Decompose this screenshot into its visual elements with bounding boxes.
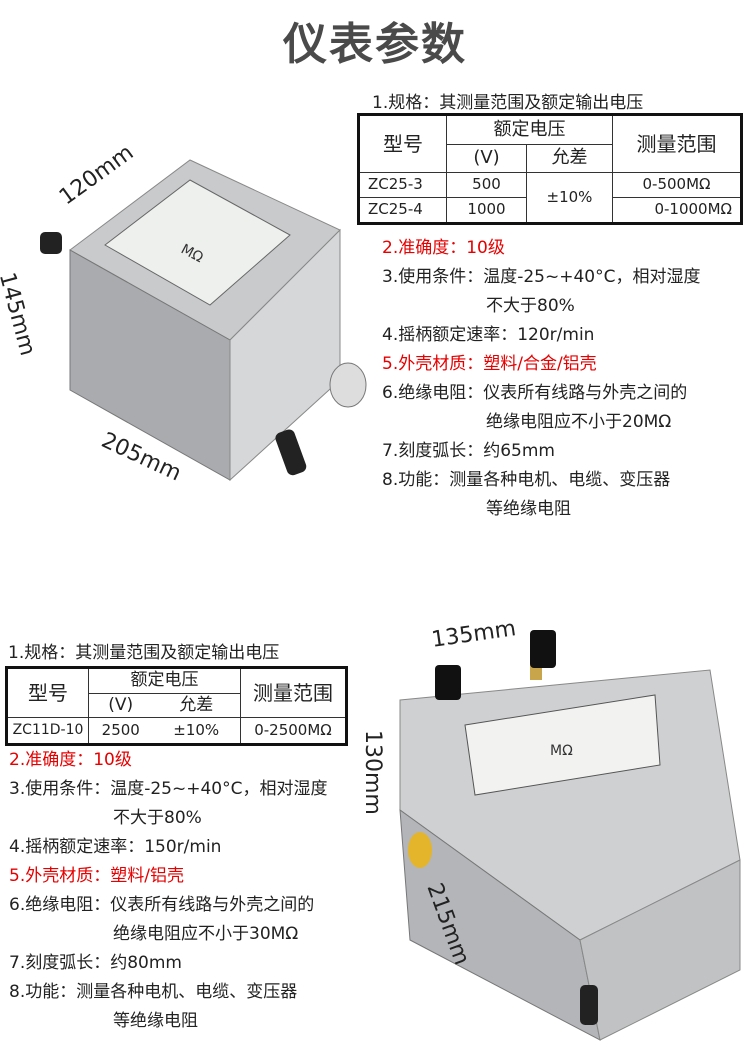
header-tolerance: 允差 — [152, 693, 241, 718]
header-model: 型号 — [358, 114, 447, 173]
spec-line: 8.功能：测量各种电机、电缆、变压器 — [382, 470, 671, 490]
header-range: 测量范围 — [612, 114, 742, 173]
cell-voltage: 1000 — [446, 196, 527, 225]
spec-line: 5.外壳材质：塑料/合金/铝壳 — [382, 354, 597, 374]
spec-line: 绝缘电阻应不小于20MΩ — [486, 412, 672, 432]
bottom-spec-heading: 1.规格：其测量范围及额定输出电压 — [8, 643, 280, 663]
cell-range: 0-2500MΩ — [240, 717, 347, 745]
top-spec-heading: 1.规格：其测量范围及额定输出电压 — [372, 93, 644, 113]
spec-line: 等绝缘电阻 — [486, 499, 571, 519]
table-row: ZC25-3 500 ±10% 0-500MΩ — [358, 172, 742, 224]
bottom-spec-table: 型号 额定电压 测量范围 (V) 允差 ZC11D-10 2500 ±10% 0… — [5, 666, 348, 746]
spec-line: 5.外壳材质：塑料/铝壳 — [9, 866, 184, 886]
spec-line: 7.刻度弧长：约65mm — [382, 441, 555, 461]
header-unit: (V) — [88, 693, 153, 718]
cell-model: ZC25-3 — [358, 172, 447, 198]
spec-line: 6.绝缘电阻：仪表所有线路与外壳之间的 — [9, 895, 315, 915]
table-row: ZC11D-10 2500 ±10% 0-2500MΩ — [6, 717, 347, 745]
spec-line: 3.使用条件：温度-25~+40°C，相对湿度 — [9, 779, 328, 799]
cell-voltage: 2500 — [88, 717, 153, 745]
spec-line: 6.绝缘电阻：仪表所有线路与外壳之间的 — [382, 383, 688, 403]
cell-voltage: 500 — [446, 172, 527, 198]
spec-line: 2.准确度：10级 — [9, 750, 132, 770]
spec-line: 8.功能：测量各种电机、电缆、变压器 — [9, 982, 298, 1002]
header-model: 型号 — [6, 667, 89, 718]
zc25-meter-image: MΩ — [40, 159, 367, 482]
spec-line: 不大于80% — [486, 296, 575, 316]
cell-model: ZC25-4 — [358, 196, 447, 225]
spec-line: 3.使用条件：温度-25~+40°C，相对湿度 — [382, 267, 701, 287]
page-title: 仪表参数 — [283, 19, 467, 70]
spec-line: 不大于80% — [113, 808, 202, 828]
spec-line: 等绝缘电阻 — [113, 1011, 198, 1031]
cell-model: ZC11D-10 — [6, 717, 89, 745]
table-row: ZC25-4 1000 0-1000MΩ — [358, 196, 742, 225]
spec-line: 4.摇柄额定速率：150r/min — [9, 837, 222, 857]
cell-range: 0-1000MΩ — [612, 196, 742, 225]
header-unit: (V) — [446, 144, 527, 173]
spec-line: 4.摇柄额定速率：120r/min — [382, 325, 595, 345]
cell-tolerance: ±10% — [526, 172, 613, 224]
bottom-spec-list: 2.准确度：10级 3.使用条件：温度-25~+40°C，相对湿度不大于80% 4.… — [9, 746, 327, 1036]
meter-unit-label: MΩ — [550, 743, 573, 759]
dim-height: 130mm — [360, 730, 385, 815]
zc11d-meter-image: MΩ — [399, 630, 741, 1041]
top-spec-table: 型号 额定电压 测量范围 (V) 允差 ZC25-3 500 ±10% 0-50… — [357, 113, 743, 225]
spec-line: 7.刻度弧长：约80mm — [9, 953, 182, 973]
header-voltage: 额定电压 — [446, 114, 613, 145]
cell-tolerance: ±10% — [152, 717, 241, 745]
spec-line: 绝缘电阻应不小于30MΩ — [113, 924, 299, 944]
top-spec-list: 2.准确度：10级 3.使用条件：温度-25~+40°C，相对湿度不大于80% 4.… — [382, 234, 700, 524]
header-voltage: 额定电压 — [88, 667, 241, 694]
header-range: 测量范围 — [240, 667, 347, 718]
spec-line: 2.准确度：10级 — [382, 238, 505, 258]
header-tolerance: 允差 — [526, 144, 613, 173]
cell-range: 0-500MΩ — [612, 172, 742, 198]
